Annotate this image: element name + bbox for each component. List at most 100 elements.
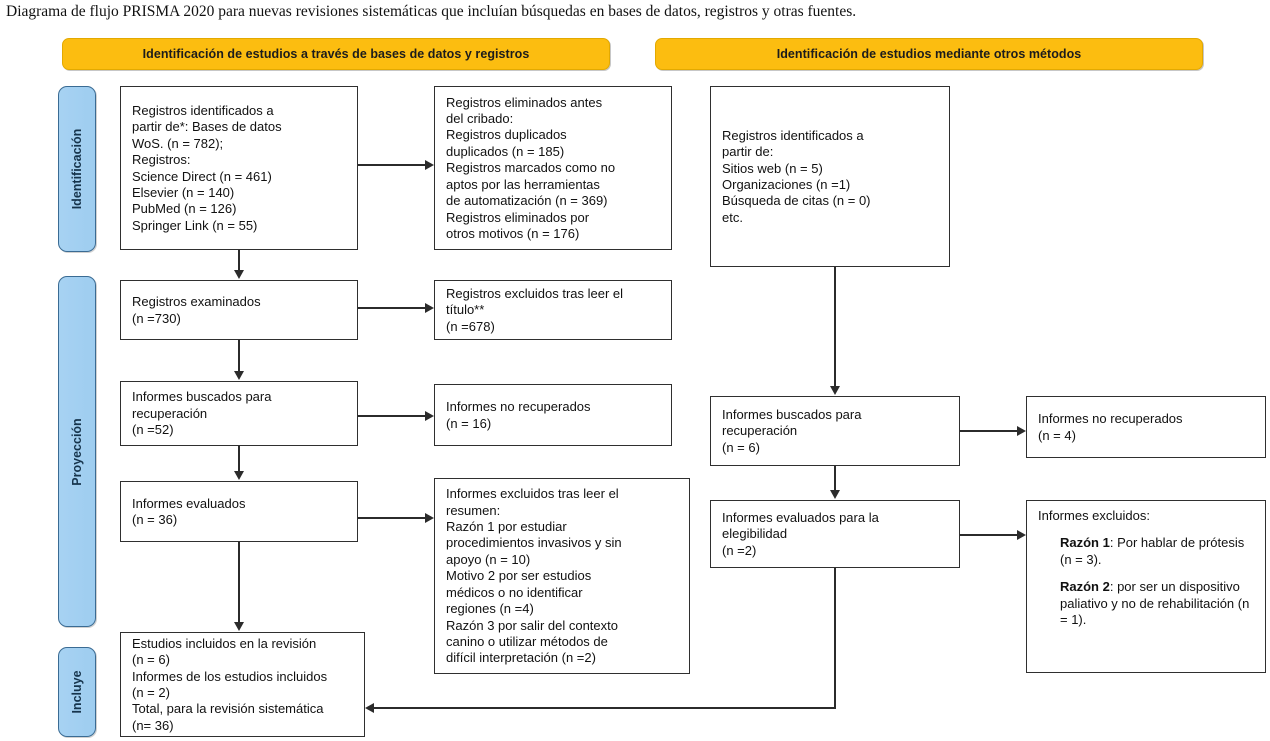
box-line: PubMed (n = 126) (132, 201, 237, 217)
reason-2-text: : por ser un dispositivo paliativo y no … (1060, 579, 1253, 628)
box-line: (n =52) (132, 422, 174, 438)
arrowhead-screened-to-excluded-title (425, 303, 434, 313)
box-reports-sought-retrieval-db: Informes buscados para recuperación (n =… (120, 381, 358, 446)
box-line: duplicados (n = 185) (446, 143, 565, 159)
box-line: Búsqueda de citas (n = 0) (722, 193, 871, 209)
box-line: recuperación (722, 423, 798, 439)
connector-assessed-to-excluded-abstract (358, 517, 425, 519)
box-line: procedimientos invasivos y sin (446, 535, 622, 551)
arrowhead-assessed-to-excluded-abstract (425, 513, 434, 523)
box-studies-included-in-review: Estudios incluidos en la revisión (n = 6… (120, 632, 365, 737)
box-line: partir de*: Bases de datos (132, 119, 282, 135)
box-line: canino o utilizar métodos de (446, 633, 608, 649)
box-line: Informes buscados para (132, 389, 272, 405)
diagram-caption: Diagrama de flujo PRISMA 2020 para nueva… (6, 3, 857, 20)
excluded-other-heading: Informes excluidos: (1038, 508, 1150, 523)
box-line: recuperación (132, 405, 208, 421)
spacer (1038, 568, 1256, 579)
box-line: Total, para la revisión sistemática (132, 701, 324, 717)
box-line: WoS. (n = 782); (132, 135, 224, 151)
box-line: Registros identificados a (722, 127, 864, 143)
box-line: (n = 4) (1038, 427, 1076, 443)
reason-2-label: Razón 2 (1060, 579, 1110, 595)
box-line: Motivo 2 por ser estudios (446, 568, 592, 584)
box-line: Science Direct (n = 461) (132, 168, 272, 184)
box-line: (n = 2) (132, 685, 170, 700)
connector-eligibility-to-excluded-other (960, 534, 1018, 536)
connector-eligibility-down-to-included (834, 568, 836, 709)
arrowhead-assessed-to-included (234, 622, 244, 631)
connector-sought-other-to-eligibility (834, 466, 836, 490)
box-line: Sitios web (n = 5) (722, 160, 823, 176)
box-reports-not-retrieved-other: Informes no recuperados (n = 4) (1026, 396, 1266, 458)
box-line: (n = 16) (446, 415, 492, 431)
box-line: Informes evaluados para la (722, 509, 879, 525)
arrowhead-sought-other-to-notretrieved-other (1017, 426, 1026, 436)
box-line: Elsevier (n = 140) (132, 184, 235, 200)
box-reports-excluded-other: Informes excluidos: Razón 1: Por hablar … (1026, 500, 1266, 673)
box-line: (n = 6) (722, 439, 760, 455)
phase-label-screening: Proyección (70, 417, 84, 486)
arrowhead-identified-other-to-sought-other (830, 386, 840, 395)
spacer (1038, 524, 1256, 535)
box-line: Estudios incluidos en la revisión (132, 635, 317, 651)
arrowhead-sought-to-notretrieved (425, 411, 434, 421)
phase-label-included: Incluye (70, 670, 84, 714)
box-line: Registros eliminados por (446, 209, 590, 225)
box-reports-sought-retrieval-other: Informes buscados para recuperación (n =… (710, 396, 960, 466)
reason-1-text: : Por hablar de prótesis (n = 3). (1060, 535, 1248, 567)
arrowhead-screened-to-sought (234, 371, 244, 380)
connector-assessed-to-included (238, 542, 240, 622)
box-line: Registros duplicados (446, 127, 567, 143)
box-records-identified-other-methods: Registros identificados a partir de: Sit… (710, 86, 950, 267)
box-records-removed-before-screening: Registros eliminados antes del cribado: … (434, 86, 672, 250)
box-records-excluded-after-title: Registros excluidos tras leer el título*… (434, 280, 672, 340)
box-line: Registros marcados como no (446, 160, 616, 176)
box-line: resumen: (446, 502, 501, 518)
box-line: (n= 36) (132, 717, 174, 733)
banner-other-methods: Identificación de estudios mediante otro… (655, 38, 1203, 70)
box-line: aptos por las herramientas (446, 176, 600, 192)
connector-identified-other-to-sought-other (834, 267, 836, 386)
box-line: médicos o no identificar (446, 584, 583, 600)
box-line: etc. (722, 209, 743, 225)
connector-identified-to-screened (238, 250, 240, 271)
box-reports-excluded-after-abstract: Informes excluidos tras leer el resumen:… (434, 478, 690, 674)
box-line: (n = 36) (132, 512, 178, 527)
box-line: apoyo (n = 10) (446, 551, 531, 567)
box-line: Informes buscados para (722, 406, 862, 422)
box-line: Informes excluidos tras leer el (446, 486, 619, 502)
connector-sought-to-notretrieved (358, 415, 425, 417)
banner-databases-registers: Identificación de estudios a través de b… (62, 38, 610, 70)
connector-screened-to-sought (238, 340, 240, 372)
box-line: (n =678) (446, 318, 495, 334)
box-line: Springer Link (n = 55) (132, 217, 258, 233)
box-line: del cribado: (446, 111, 514, 127)
connector-sought-other-to-notretrieved-other (960, 430, 1018, 432)
box-line: Informes evaluados (132, 495, 246, 511)
reason-1-label: Razón 1 (1060, 535, 1110, 551)
excluded-other-reason-1: Razón 1: Por hablar de prótesis (n = 3). (1038, 535, 1256, 568)
box-line: Razón 1 por estudiar (446, 519, 567, 535)
box-reports-assessed-eligibility-other: Informes evaluados para la elegibilidad … (710, 500, 960, 568)
box-line: Registros identificados a (132, 102, 274, 118)
arrowhead-identified-to-screened (234, 270, 244, 279)
box-line: título** (446, 302, 485, 318)
box-line: Registros eliminados antes (446, 94, 603, 110)
box-line: Razón 3 por salir del contexto (446, 617, 618, 633)
box-line: Registros: (132, 152, 191, 168)
connector-screened-to-excluded-title (358, 307, 425, 309)
box-line: Informes de los estudios incluidos (132, 668, 328, 684)
box-line: Registros examinados (132, 294, 261, 310)
connector-sought-to-assessed (238, 446, 240, 472)
arrowhead-long-left-to-included (365, 703, 374, 713)
box-line: elegibilidad (722, 526, 788, 542)
arrowhead-sought-other-to-eligibility (830, 490, 840, 499)
box-line: difícil interpretación (n =2) (446, 650, 596, 666)
box-records-screened: Registros examinados (n =730) (120, 280, 358, 340)
box-line: de automatización (n = 369) (446, 193, 608, 209)
box-line: partir de: (722, 144, 774, 160)
excluded-other-reason-2: Razón 2: por ser un dispositivo paliativ… (1038, 579, 1256, 628)
phase-bar-included: Incluye (58, 647, 96, 737)
